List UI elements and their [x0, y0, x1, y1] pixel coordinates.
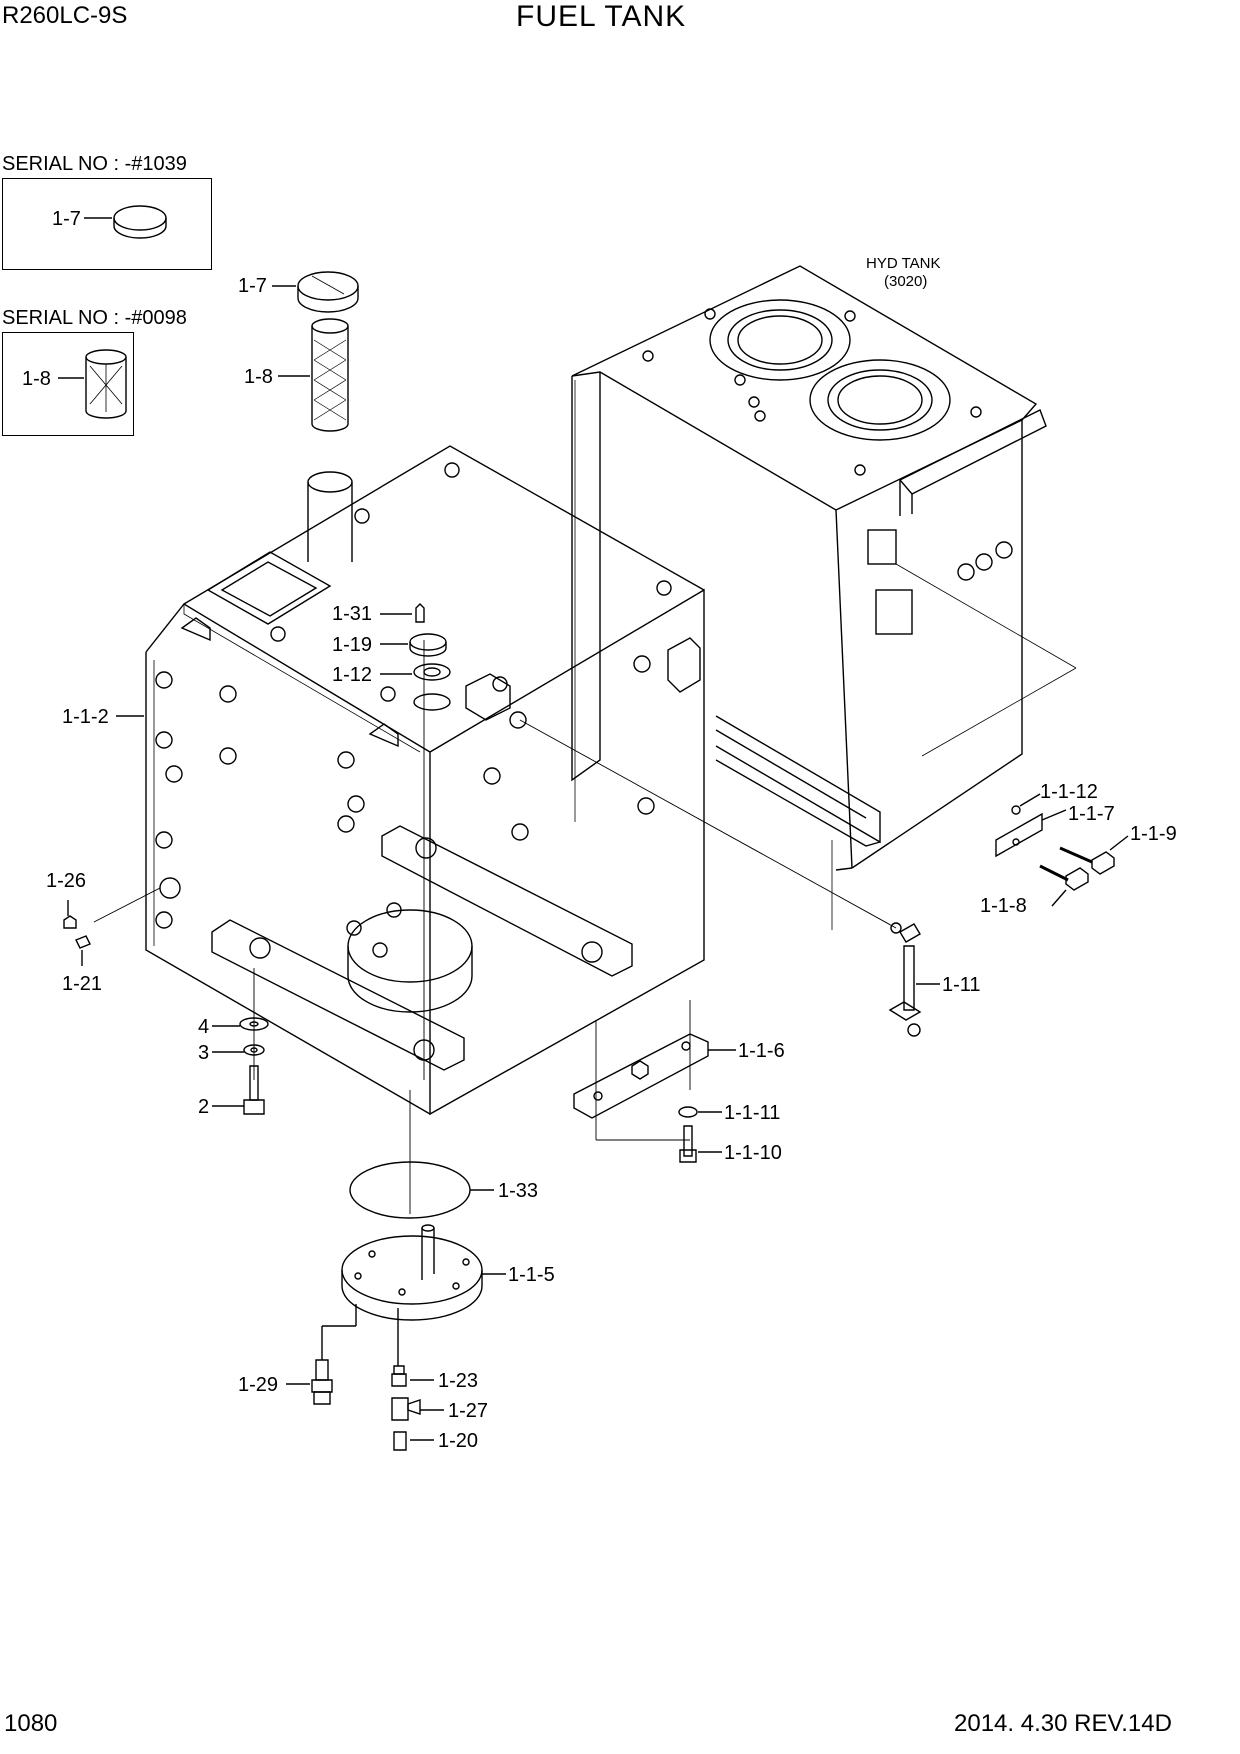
callout-1-27: 1-27	[448, 1400, 488, 1422]
callout-1-1-8: 1-1-8	[980, 895, 1027, 917]
callout-1-26: 1-26	[46, 870, 86, 892]
hyd-tank-outline	[571, 265, 1077, 871]
leader-lines	[93, 640, 897, 1214]
serial-box-1	[2, 178, 212, 270]
bottom-bracket-set	[573, 1033, 736, 1163]
serial-note-2: SERIAL NO : -#0098	[2, 307, 187, 329]
callout-1-12: 1-12	[332, 664, 372, 686]
filler-cap	[272, 271, 359, 313]
callout-1-29: 1-29	[238, 1374, 278, 1396]
o-ring	[349, 1161, 494, 1219]
float-sensor	[888, 922, 940, 1037]
hyd-tank-label: HYD TANK	[866, 255, 940, 272]
drain-plug-small	[63, 900, 91, 966]
drain-fitting	[286, 1359, 333, 1405]
callout-1-33: 1-33	[498, 1180, 538, 1202]
callout-2: 2	[198, 1096, 209, 1118]
callout-1-1-9: 1-1-9	[1130, 823, 1177, 845]
serial-box-2	[2, 332, 134, 436]
cap-alt-part	[84, 205, 167, 239]
fuel-tank-body	[145, 445, 705, 1116]
strainer-alt-part	[58, 349, 127, 419]
callout-1-1-10: 1-1-10	[724, 1142, 782, 1164]
hyd-tank-ref: (3020)	[884, 273, 927, 290]
drain-valve-set	[391, 1365, 444, 1451]
side-bracket-set	[995, 793, 1129, 907]
mounting-rail	[715, 715, 881, 930]
callout-1-19: 1-19	[332, 634, 372, 656]
callout-1-1-12: 1-1-12	[1040, 781, 1098, 803]
callout-3: 3	[198, 1042, 209, 1064]
callout-4: 4	[198, 1016, 209, 1038]
page-title: FUEL TANK	[516, 0, 687, 33]
level-gauge-set	[380, 603, 451, 711]
callout-1-1-6: 1-1-6	[738, 1040, 785, 1062]
bolt-washer-set	[212, 1017, 269, 1115]
callout-1-11: 1-11	[942, 974, 981, 996]
page-number: 1080	[4, 1710, 58, 1737]
callout-1-23: 1-23	[438, 1370, 478, 1392]
callout-1-1-2: 1-1-2	[62, 706, 109, 728]
callout-1-21: 1-21	[62, 973, 102, 995]
bottom-cover-plate	[321, 1224, 506, 1366]
fuel-strainer	[278, 318, 349, 432]
callout-1-8: 1-8	[244, 366, 273, 388]
callout-1-1-5: 1-1-5	[508, 1264, 555, 1286]
callout-serial-1-7: 1-7	[52, 208, 81, 230]
callout-1-1-11: 1-1-11	[724, 1102, 780, 1124]
model-number: R260LC-9S	[2, 2, 128, 29]
serial-note-1: SERIAL NO : -#1039	[2, 153, 187, 175]
revision-date: 2014. 4.30 REV.14D	[954, 1710, 1172, 1737]
callout-1-31: 1-31	[332, 603, 372, 625]
callout-1-20: 1-20	[438, 1430, 478, 1452]
callout-1-1-7: 1-1-7	[1068, 803, 1115, 825]
callout-serial-1-8: 1-8	[22, 368, 51, 390]
callout-1-7: 1-7	[238, 275, 267, 297]
